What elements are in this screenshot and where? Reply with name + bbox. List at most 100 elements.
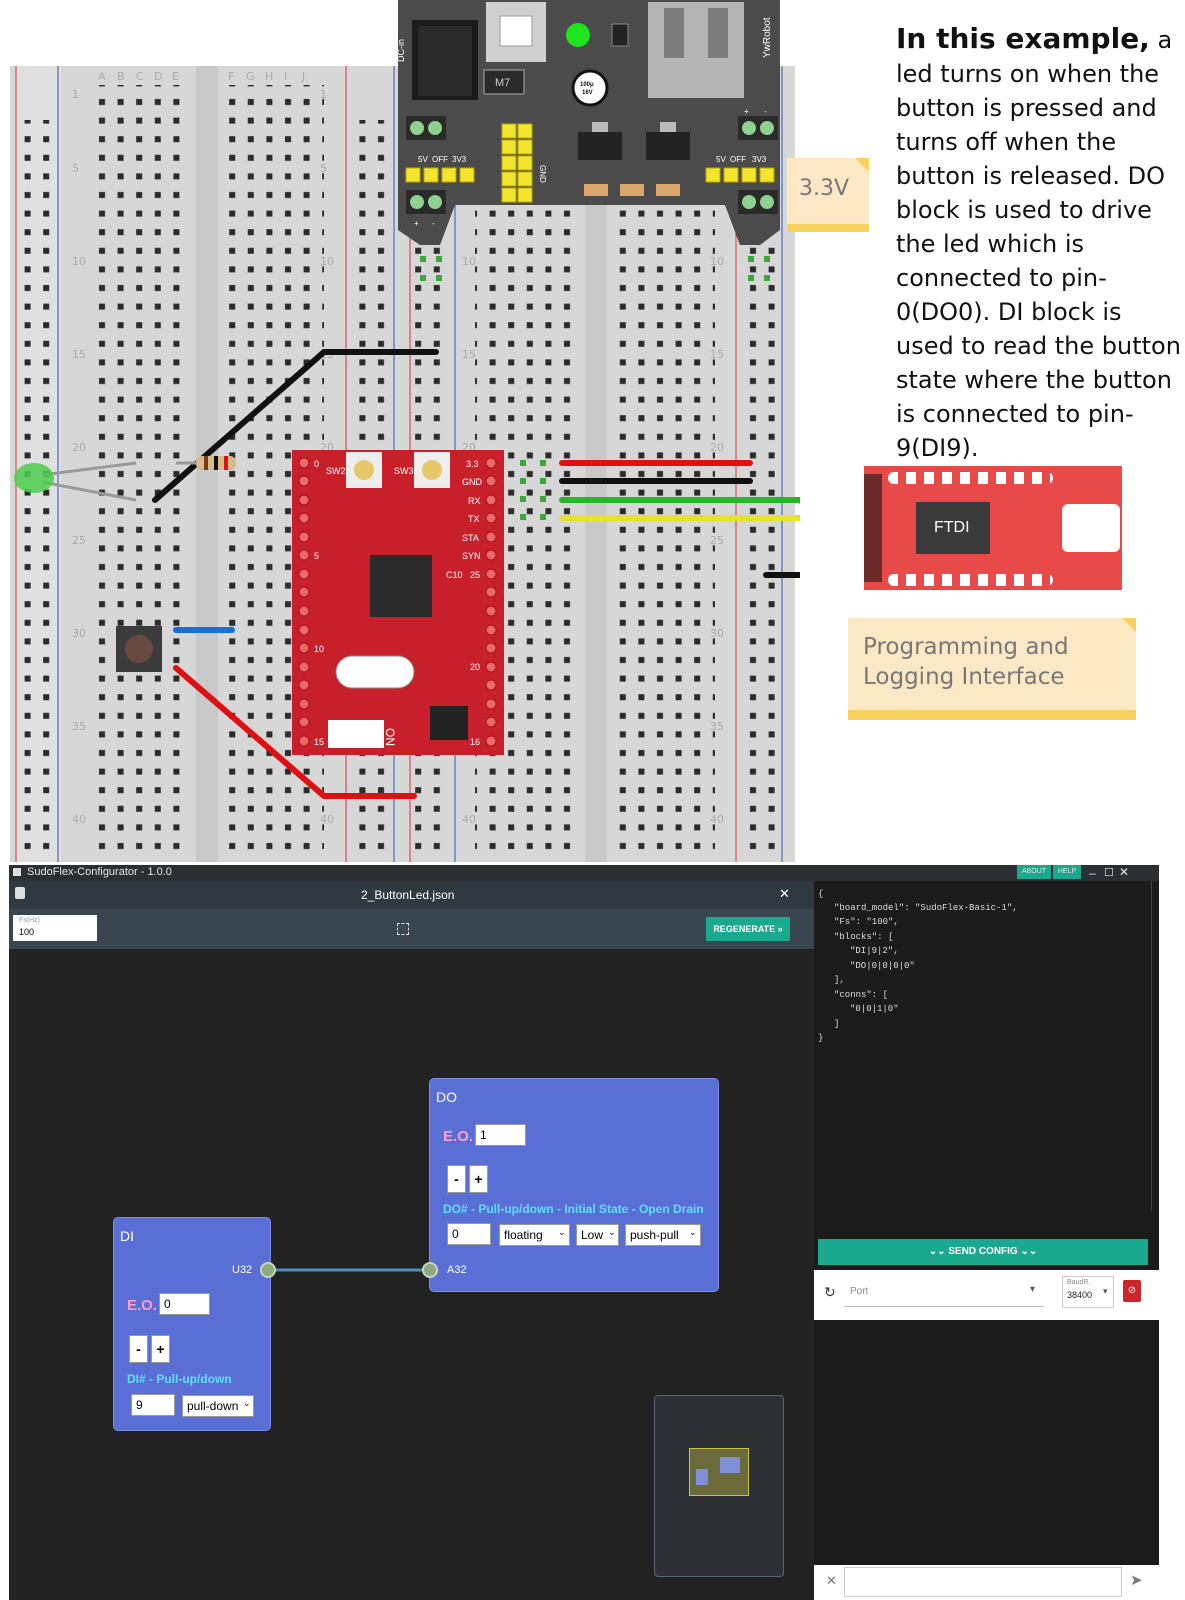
send-icon[interactable]: ➤ (1130, 1572, 1143, 1589)
block-canvas[interactable]: DO E.O. 1 - + DO# - Pull-up/down - Initi… (9, 949, 814, 1600)
row-number: 40 (462, 813, 476, 826)
save-icon[interactable] (15, 887, 25, 899)
config-json-view: { "board_model": "SudoFlex-Basic-1", "Fs… (814, 881, 1152, 1211)
column-letter: F (228, 70, 234, 83)
mcu-label: 25 (470, 570, 480, 580)
refresh-icon[interactable]: ↻ (824, 1284, 836, 1300)
rail-off-label: OFF (730, 155, 746, 164)
row-number: 35 (72, 720, 86, 733)
do-state-select[interactable]: Low (576, 1224, 619, 1246)
di-hint: DI# - Pull-up/down (127, 1372, 232, 1386)
minus-label: - (432, 219, 435, 228)
di-pull-select[interactable]: pull-down (182, 1395, 254, 1417)
led (14, 461, 137, 502)
clear-icon[interactable]: ✕ (826, 1573, 837, 1588)
column-letter: G (246, 70, 255, 83)
serial-log (814, 1320, 1151, 1565)
di-port-label: U32 (232, 1264, 253, 1276)
regenerate-button[interactable]: REGENERATE » (706, 917, 790, 941)
json-line: "0|0|1|0" (850, 1004, 899, 1014)
gnd-label: GND (538, 165, 547, 183)
close-window-icon[interactable]: ✕ (1119, 865, 1130, 879)
column-letter: J (301, 70, 305, 83)
window-title: SudoFlex-Configurator - 1.0.0 (27, 866, 172, 878)
minimap-block (696, 1469, 708, 1485)
help-button[interactable]: HELP (1053, 865, 1081, 879)
di-block[interactable]: DI U32 E.O. 0 - + DI# - Pull-up/down 9 p… (113, 1217, 276, 1431)
explanation-text: In this example, a led turns on when the… (896, 22, 1181, 465)
mcu-label: SW3 (394, 466, 414, 476)
tab-title: 2_ButtonLed.json (361, 888, 455, 902)
fs-value: 100 (19, 927, 35, 937)
row-number: 5 (320, 162, 327, 175)
chevron-down-icon: ⌄ (689, 1227, 697, 1237)
port-select[interactable]: Port ▾ (844, 1278, 1044, 1307)
do-hint: DO# - Pull-up/down - Initial State - Ope… (443, 1202, 704, 1216)
mcu-label: GND (462, 477, 483, 487)
baud-select[interactable]: BaudR. 38400 ▾ (1062, 1276, 1114, 1308)
json-line: "DO|0|0|0|0" (850, 961, 915, 971)
mcu-label: ON (383, 728, 397, 746)
minimap[interactable] (654, 1395, 784, 1577)
do-block[interactable]: DO E.O. 1 - + DO# - Pull-up/down - Initi… (422, 1078, 719, 1292)
usb-connector (1062, 504, 1120, 552)
do-minus-button[interactable]: - (447, 1165, 466, 1193)
do-block-title: DO (436, 1089, 457, 1105)
mcu-label: RX (468, 496, 481, 506)
minimap-block (720, 1457, 740, 1473)
mcu-label: SYN (462, 551, 481, 561)
about-button[interactable]: ABOUT (1017, 865, 1051, 879)
mcu-board: SW2 SW3 0 5 10 15 16 20 25 3.3 GND RX TX… (292, 450, 504, 755)
di-plus-button[interactable]: + (151, 1335, 170, 1363)
row-number: 30 (72, 627, 86, 640)
column-letter: H (265, 70, 273, 83)
maximize-icon[interactable]: ☐ (1104, 867, 1114, 879)
minus-label: - (764, 107, 767, 116)
row-number: 40 (710, 813, 724, 826)
do-pin-input[interactable]: 0 (447, 1223, 491, 1245)
close-tab-icon[interactable]: ✕ (779, 886, 790, 901)
chevron-down-icon: ⌄ (243, 1398, 251, 1408)
do-input-port[interactable] (422, 1262, 438, 1278)
baud-label: BaudR. (1067, 1279, 1091, 1286)
di-output-port[interactable] (260, 1262, 276, 1278)
di-eo-label: E.O. (127, 1297, 158, 1314)
di-minus-button[interactable]: - (129, 1335, 148, 1363)
mcu-label: 16 (470, 737, 480, 747)
programming-note-text: Programming and Logging Interface (863, 634, 1069, 690)
do-drain-select[interactable]: push-pull (625, 1224, 701, 1246)
explanation-body: a led turns on when the button is presse… (896, 26, 1181, 462)
power-module: DC-in YwRobot M7 100μ 16V 5V OFF 3V3 5V … (396, 0, 780, 245)
row-number: 5 (72, 162, 79, 175)
rail-3v3-label: 3V3 (452, 155, 467, 164)
do-eo-label: E.O. (443, 1128, 474, 1145)
serial-input-bar: ✕ ➤ (814, 1565, 1159, 1600)
plus-label: + (744, 107, 749, 116)
fs-input[interactable]: Fs(Hz) 100 (13, 915, 97, 941)
resistor (176, 456, 236, 470)
di-pin-input[interactable]: 9 (131, 1394, 175, 1416)
ftdi-chip (916, 502, 990, 554)
json-line: "blocks": [ (834, 932, 894, 942)
do-eo-input[interactable]: 1 (475, 1124, 526, 1146)
serial-input[interactable] (844, 1567, 1122, 1597)
di-block-title: DI (120, 1228, 134, 1244)
chevron-down-icon: ▾ (1030, 1284, 1036, 1295)
row-number: 1 (72, 88, 79, 101)
di-eo-input[interactable]: 0 (159, 1293, 210, 1315)
row-number: 10 (320, 255, 334, 268)
row-number: 15 (72, 348, 86, 361)
row-number: 1 (320, 88, 327, 101)
push-button (116, 626, 162, 672)
connection-line (269, 1268, 431, 1272)
row-number: 10 (72, 255, 86, 268)
mcu-label: C10 (446, 570, 463, 580)
row-number: 40 (72, 813, 86, 826)
send-config-button[interactable]: ⌄⌄ SEND CONFIG ⌄⌄ (818, 1239, 1148, 1265)
do-plus-button[interactable]: + (469, 1165, 488, 1193)
column-letter: C (136, 70, 144, 83)
disconnect-icon[interactable]: ⊘ (1123, 1280, 1141, 1302)
fit-view-icon[interactable] (397, 923, 409, 935)
minimize-icon[interactable]: – (1089, 866, 1096, 880)
do-pull-select[interactable]: floating (499, 1224, 570, 1246)
